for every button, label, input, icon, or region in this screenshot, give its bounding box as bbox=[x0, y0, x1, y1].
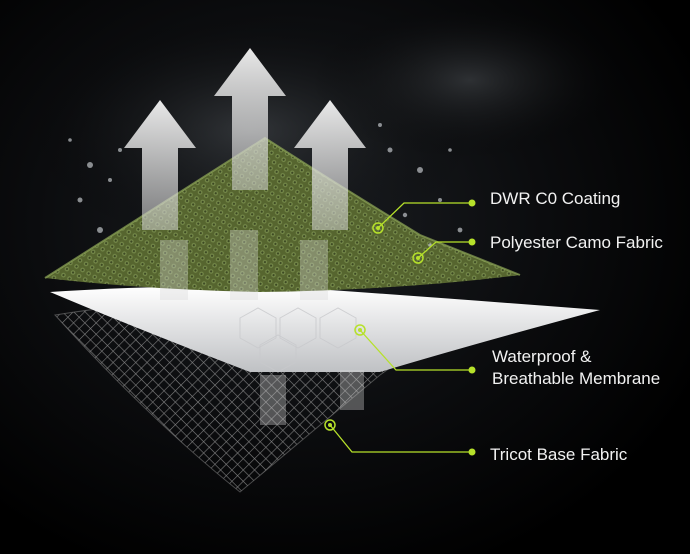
polyester-fabric-label: Polyester Camo Fabric bbox=[490, 233, 663, 252]
membrane-layer bbox=[50, 286, 600, 372]
membrane-label-line2: Breathable Membrane bbox=[492, 369, 661, 388]
vapor-arrow-icon bbox=[124, 48, 366, 230]
water-splash bbox=[68, 123, 463, 247]
tricot-fabric-label: Tricot Base Fabric bbox=[490, 445, 628, 464]
callout-dots bbox=[324, 199, 476, 456]
membrane-label-line1: Waterproof & bbox=[492, 347, 592, 366]
callout-lines bbox=[329, 202, 472, 453]
membrane-label: Waterproof & Breathable Membrane bbox=[492, 346, 660, 390]
vapor-mist bbox=[310, 0, 630, 160]
dwr-coating-label: DWR C0 Coating bbox=[490, 189, 621, 208]
polyester-camo-layer bbox=[45, 138, 520, 292]
